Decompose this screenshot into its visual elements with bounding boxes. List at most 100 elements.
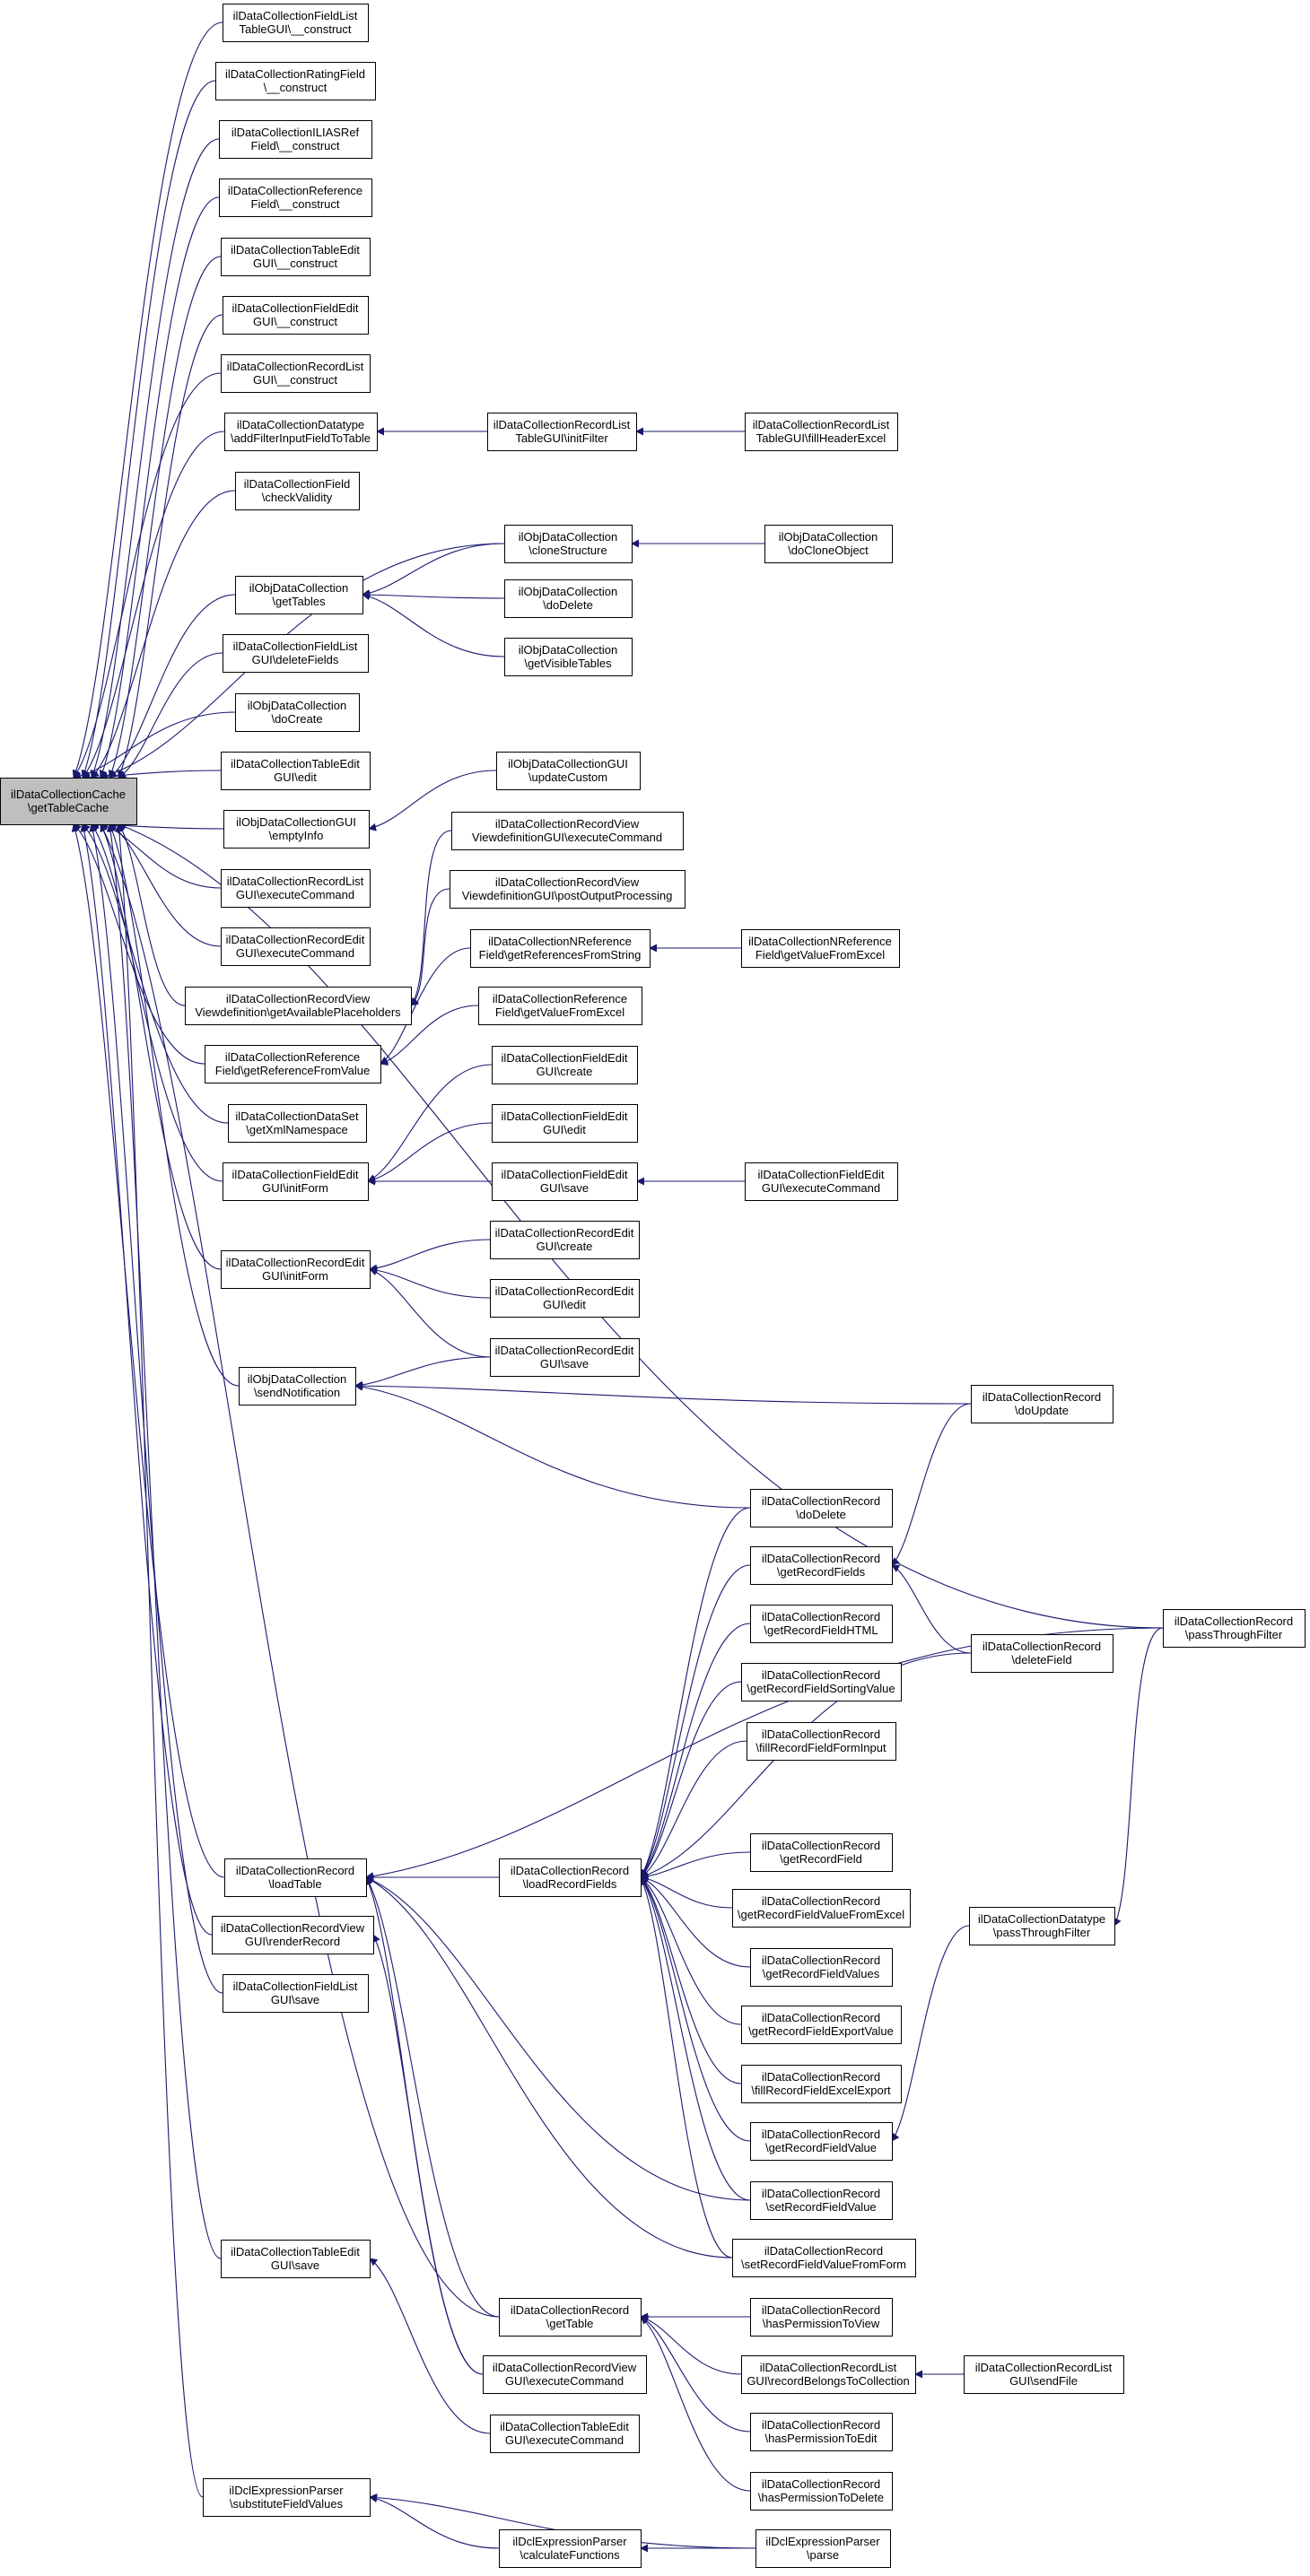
node-label-line: ilDataCollectionRecordView (226, 992, 371, 1005)
node-rec-gettable[interactable]: ilDataCollectionRecord\getTable (499, 2298, 642, 2337)
node-rvvd-postoutput[interactable]: ilDataCollectionRecordViewViewdefinition… (450, 870, 686, 909)
node-label-line: \getTable (546, 2317, 594, 2330)
node-odc-clonestructure[interactable]: ilObjDataCollection\cloneStructure (504, 525, 633, 563)
node-rec-getfieldhtml[interactable]: ilDataCollectionRecord\getRecordFieldHTM… (750, 1605, 893, 1643)
node-rvvd-getplaceholders[interactable]: ilDataCollectionRecordViewViewdefinition… (185, 987, 412, 1025)
node-label-line: ilDataCollectionFieldEdit (758, 1168, 885, 1181)
node-root[interactable]: ilDataCollectionCache\getTableCache (0, 778, 137, 825)
node-dcl-substitute[interactable]: ilDclExpressionParser\substituteFieldVal… (203, 2478, 371, 2517)
node-label-line: \getRecordFieldHTML (764, 1623, 878, 1637)
node-rec-haspermview[interactable]: ilDataCollectionRecord\hasPermissionToVi… (750, 2298, 893, 2337)
node-rec-haspermedit[interactable]: ilDataCollectionRecord\hasPermissionToEd… (750, 2413, 893, 2451)
edge-path (73, 823, 205, 1065)
node-fl-deletefields[interactable]: ilDataCollectionFieldListGUI\deleteField… (223, 634, 369, 673)
node-label-line: \doDelete (543, 598, 593, 612)
edge-path (118, 652, 223, 779)
node-odc-gettables[interactable]: ilObjDataCollection\getTables (235, 576, 363, 614)
node-odcgui-updatecustom[interactable]: ilObjDataCollectionGUI\updateCustom (496, 752, 641, 790)
edge-recordlist-construct-to-root (73, 372, 222, 779)
node-rlt-fillheader[interactable]: ilDataCollectionRecordListTableGUI\fillH… (745, 413, 898, 451)
node-label-line: GUI\save (271, 2258, 319, 2272)
node-label-line: ilDataCollectionRecord (511, 1864, 629, 1877)
node-box (221, 927, 371, 966)
node-odc-docloneobject[interactable]: ilObjDataCollection\doCloneObject (764, 525, 893, 563)
node-rv-exec[interactable]: ilDataCollectionRecordViewGUI\executeCom… (483, 2355, 647, 2394)
node-rec-loadrecordfields[interactable]: ilDataCollectionRecord\loadRecordFields (499, 1858, 642, 1897)
node-rec-getexportvalue[interactable]: ilDataCollectionRecord\getRecordFieldExp… (741, 2006, 902, 2044)
node-dataset-getxml[interactable]: ilDataCollectionDataSet\getXmlNamespace (228, 1104, 367, 1143)
node-rlt-initfilter[interactable]: ilDataCollectionRecordListTableGUI\initF… (487, 413, 637, 451)
node-rl-exec[interactable]: ilDataCollectionRecordListGUI\executeCom… (221, 869, 371, 908)
node-datatype-addfilter[interactable]: ilDataCollectionDatatype\addFilterInputF… (224, 413, 378, 451)
node-rv-renderrecord[interactable]: ilDataCollectionRecordViewGUI\renderReco… (212, 1916, 374, 1954)
node-rec-getfieldvalue[interactable]: ilDataCollectionRecord\getRecordFieldVal… (750, 2122, 893, 2161)
node-rec-getfieldvalues[interactable]: ilDataCollectionRecord\getRecordFieldVal… (750, 1948, 893, 1987)
node-rec-haspermdelete[interactable]: ilDataCollectionRecord\hasPermissionToDe… (750, 2472, 893, 2511)
node-datatype-passthrough[interactable]: ilDataCollectionDatatype\passThroughFilt… (969, 1907, 1115, 1945)
node-recordlist-construct[interactable]: ilDataCollectionRecordListGUI\__construc… (221, 354, 371, 393)
node-fl-construct[interactable]: ilDataCollectionFieldListTableGUI\__cons… (223, 4, 369, 42)
node-dcl-calculate[interactable]: ilDclExpressionParser\calculateFunctions (499, 2529, 642, 2568)
node-label-line: \passThroughFilter (1185, 1628, 1283, 1641)
node-te-exec[interactable]: ilDataCollectionTableEditGUI\executeComm… (490, 2415, 640, 2453)
node-box (750, 2122, 893, 2161)
node-label-line: ilDataCollectionRecord (982, 1640, 1101, 1653)
node-label-line: \sendNotification (254, 1386, 340, 1399)
node-rec-fillexcelexport[interactable]: ilDataCollectionRecord\fillRecordFieldEx… (741, 2065, 902, 2103)
node-rec-doupdate[interactable]: ilDataCollectionRecord\doUpdate (971, 1385, 1114, 1423)
node-rec-deletefield[interactable]: ilDataCollectionRecord\deleteField (971, 1634, 1114, 1673)
node-odc-docreate[interactable]: ilObjDataCollection\doCreate (235, 693, 360, 732)
edge-rec-deletefield-to-rec-getrecordfields (891, 1564, 972, 1654)
node-label-line: Field\getValueFromExcel (495, 1005, 624, 1019)
node-rec-setvaluefromform[interactable]: ilDataCollectionRecord\setRecordFieldVal… (732, 2239, 916, 2277)
node-box (750, 2298, 893, 2337)
node-rec-getrecordfields[interactable]: ilDataCollectionRecord\getRecordFields (750, 1546, 893, 1585)
node-label-line: GUI\initForm (262, 1269, 328, 1283)
node-fe-exec[interactable]: ilDataCollectionFieldEditGUI\executeComm… (745, 1162, 898, 1201)
node-box (212, 1916, 374, 1954)
node-rec-passthrough[interactable]: ilDataCollectionRecord\passThroughFilter (1163, 1609, 1306, 1648)
node-nref-getrefs[interactable]: ilDataCollectionNReferenceField\getRefer… (470, 929, 651, 968)
node-rl-recordbelongs[interactable]: ilDataCollectionRecordListGUI\recordBelo… (741, 2355, 916, 2394)
node-box (745, 1162, 898, 1201)
node-field-checkvalidity[interactable]: ilDataCollectionField\checkValidity (235, 472, 360, 510)
node-dcl-parse[interactable]: ilDclExpressionParser\parse (755, 2529, 891, 2568)
node-box (741, 2065, 902, 2103)
node-rec-getsortingvalue[interactable]: ilDataCollectionRecord\getRecordFieldSor… (741, 1663, 902, 1701)
node-ref-getvalue[interactable]: ilDataCollectionReferenceField\getValueF… (478, 987, 642, 1025)
node-rvvd-exec[interactable]: ilDataCollectionRecordViewViewdefinition… (451, 812, 684, 850)
node-ref-getreffromvalue[interactable]: ilDataCollectionReferenceField\getRefere… (205, 1045, 381, 1083)
node-label-line: ilDataCollectionRecord (762, 1727, 880, 1741)
node-rec-getvaluefromexcel[interactable]: ilDataCollectionRecord\getRecordFieldVal… (732, 1889, 911, 1928)
node-ref-construct[interactable]: ilDataCollectionReferenceField\__constru… (219, 178, 372, 217)
node-odc-sendnotification[interactable]: ilObjDataCollection\sendNotification (239, 1367, 356, 1405)
node-iliasref-construct[interactable]: ilDataCollectionILIASRefField\__construc… (219, 120, 372, 159)
node-rec-loadtable[interactable]: ilDataCollectionRecord\loadTable (224, 1858, 367, 1897)
node-odcgui-emptyinfo[interactable]: ilObjDataCollectionGUI\emptyInfo (223, 810, 370, 849)
node-nref-getvalue[interactable]: ilDataCollectionNReferenceField\getValue… (741, 929, 900, 968)
node-rec-dodelete[interactable]: ilDataCollectionRecord\doDelete (750, 1489, 893, 1527)
node-rec-fillforminput[interactable]: ilDataCollectionRecord\fillRecordFieldFo… (747, 1722, 896, 1761)
node-rating-construct[interactable]: ilDataCollectionRatingField\__construct (215, 62, 376, 100)
node-rec-setfieldvalue[interactable]: ilDataCollectionRecord\setRecordFieldVal… (750, 2181, 893, 2220)
node-odc-getvisibletables[interactable]: ilObjDataCollection\getVisibleTables (504, 638, 633, 676)
node-box (750, 1833, 893, 1872)
node-odc-dodelete[interactable]: ilObjDataCollection\doDelete (504, 579, 633, 618)
node-rec-getrecordfield[interactable]: ilDataCollectionRecord\getRecordField (750, 1833, 893, 1872)
node-re-exec[interactable]: ilDataCollectionRecordEditGUI\executeCom… (221, 927, 371, 966)
node-label-line: ilDataCollectionRecord (236, 1864, 354, 1877)
